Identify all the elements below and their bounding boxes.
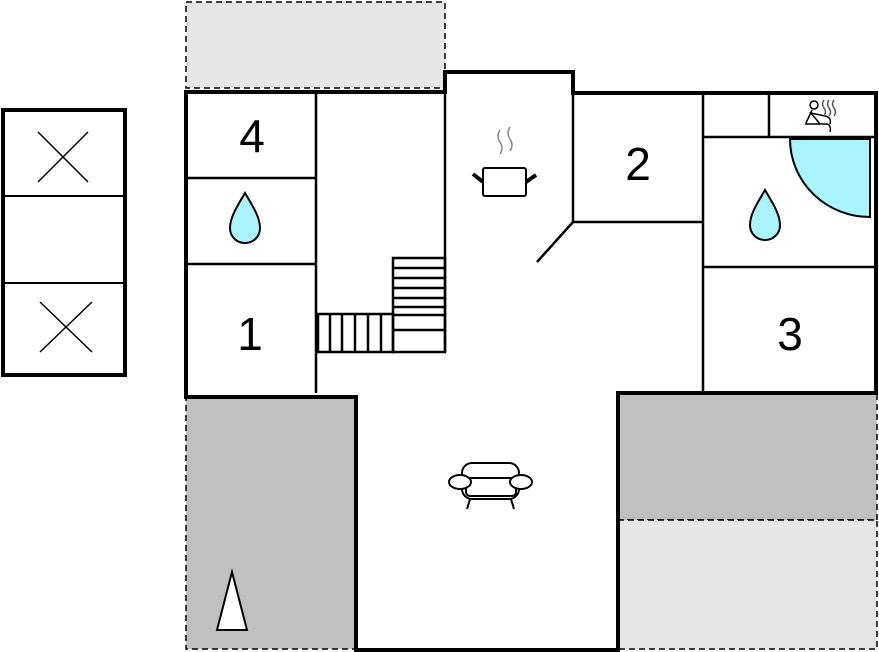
- north-arrow-icon: [215, 568, 249, 631]
- bed-x-icon: [39, 301, 93, 353]
- room-number-1: 1: [237, 308, 263, 360]
- stairs-icon: [316, 256, 447, 354]
- shower-icon: [788, 138, 871, 219]
- bed-legend: [1, 108, 127, 377]
- room-number-2: 2: [625, 138, 651, 190]
- sauna-icon: [805, 99, 837, 133]
- sofa-icon: [448, 462, 533, 510]
- terrace-right-open: [617, 519, 878, 650]
- bathroom-drop-icon: [228, 191, 262, 245]
- balcony-top: [185, 1, 446, 89]
- room-number-4: 4: [239, 110, 265, 162]
- room-number-3: 3: [777, 308, 803, 360]
- terrace-left: [185, 396, 357, 650]
- kitchen-pot-icon: [471, 126, 538, 197]
- bathroom-drop-icon: [748, 188, 782, 242]
- terrace-right-covered: [617, 392, 878, 521]
- bed-x-icon: [37, 131, 89, 183]
